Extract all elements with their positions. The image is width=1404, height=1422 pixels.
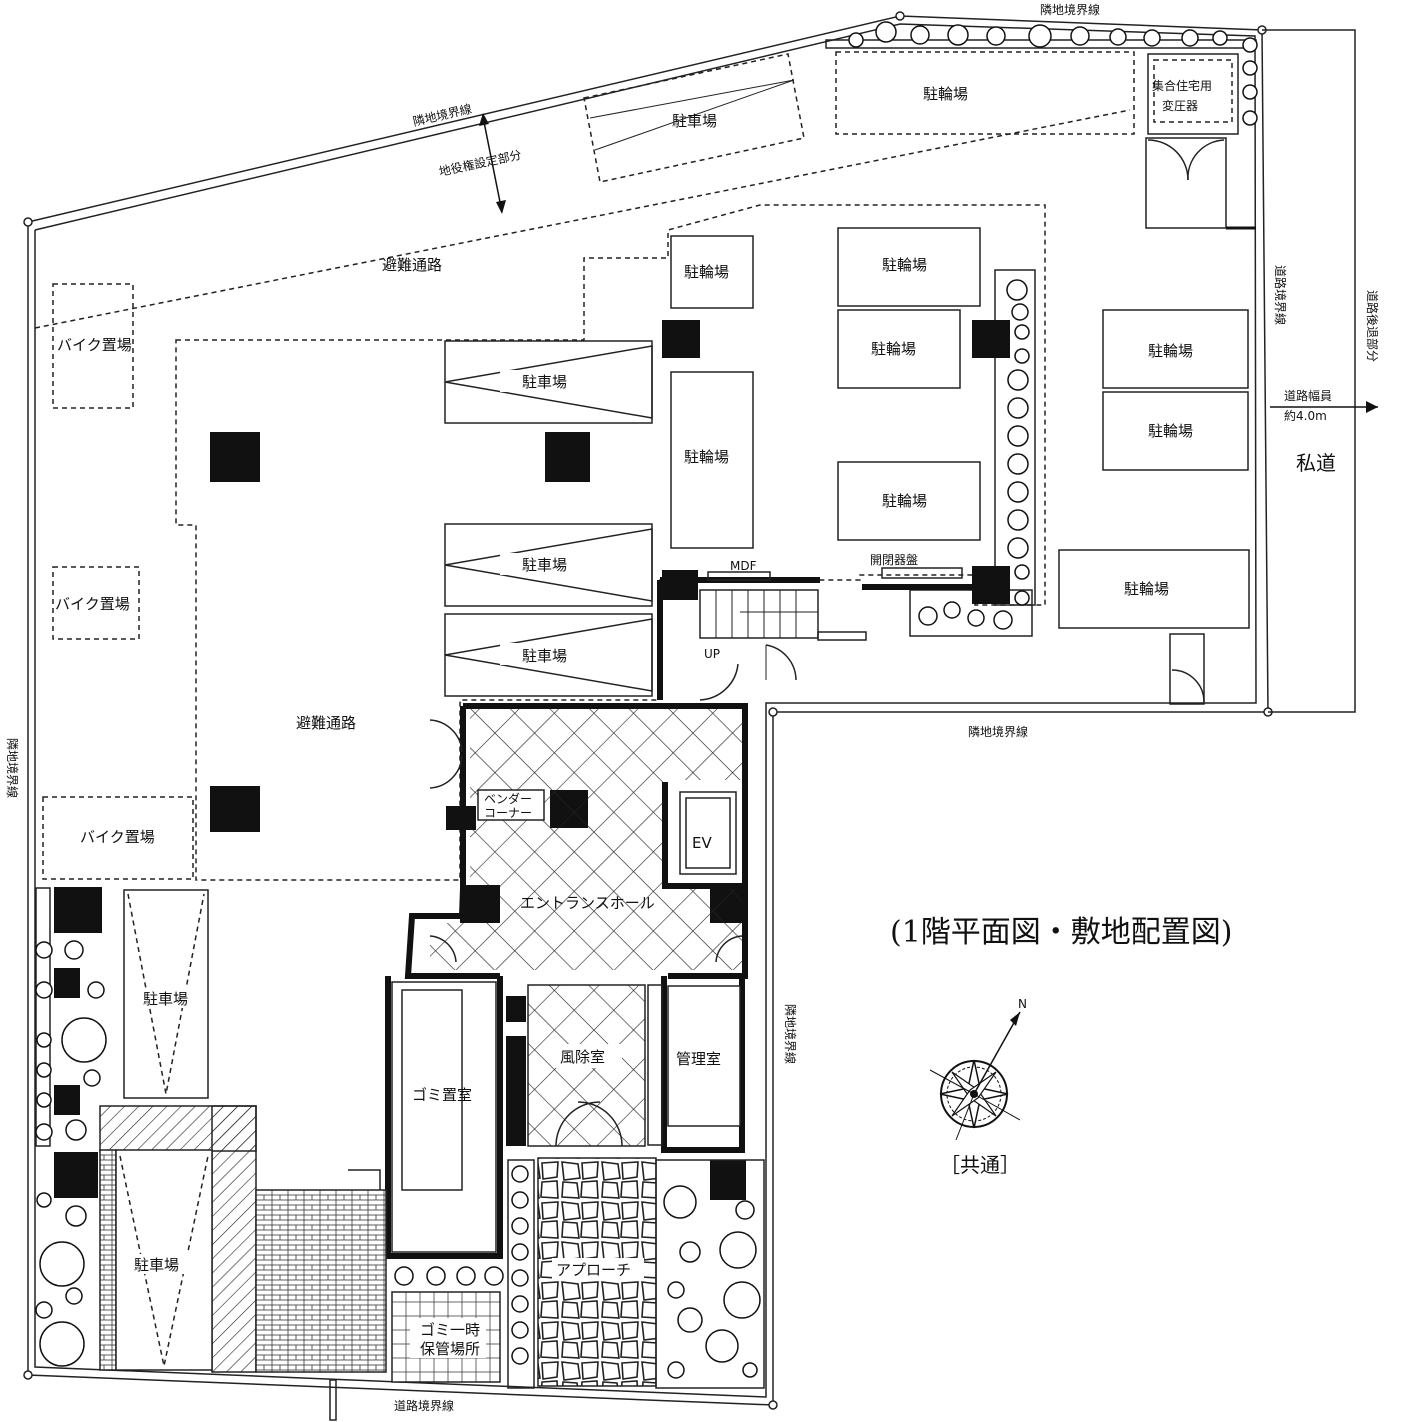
management-room [667,985,741,1127]
hedge-left [35,887,107,1367]
bike-8-label: 駐輪場 [1148,422,1193,440]
transformer-label-2: 変圧器 [1162,98,1198,113]
bike-area-9 [1058,549,1250,629]
car-bottom-label: 駐車場 [134,1256,179,1274]
car-space-3: 駐車場 [444,613,653,697]
car-space-2: 駐車場 [444,523,653,607]
car-space-left: 駐車場 [123,889,209,1099]
bike-7-label: 駐輪場 [1148,342,1193,360]
garbage-label: ゴミ置室 [412,1086,472,1104]
motorbike-area-2 [52,566,140,640]
motorbike-2-label: バイク置場 [55,595,130,613]
evac-top-label: 避難通路 [382,256,442,274]
building-walls [385,577,820,1259]
private-road: 道路幅員 約4.0m 私道 道路後退部分 道路境界線 [1262,29,1380,713]
road-setback-label: 道路後退部分 [1365,290,1380,362]
hedge-middle [909,269,1036,637]
garbage-temp-label-1: ゴミ一時 [420,1321,480,1339]
bike-area-7 [1102,309,1249,389]
vending-label-1: ベンダー [484,791,532,806]
entrance-hall-label: エントランスホール [520,894,655,912]
bike-area-5 [670,371,754,549]
right-neighbor-label: 隣地境界線 [968,724,1028,739]
bike-3-label: 駐輪場 [882,256,927,274]
garbage-temp-label-2: 保管場所 [420,1340,480,1358]
hedge-approach [507,1159,765,1389]
bike-6-label: 駐輪場 [882,492,927,510]
car-mid2-label: 駐車場 [522,556,567,574]
easement-label: 地役権設定部分 [438,147,523,179]
switchgear-label: 開閉器盤 [870,553,918,567]
transformer-room: 集合住宅用 変圧器 [1147,53,1239,135]
east-neighbor-label: 隣地境界線 [783,1004,798,1064]
door-right-1 [715,935,743,963]
bike-area-8 [1102,391,1249,471]
columns [54,320,1010,1200]
motorbike-1-label: バイク置場 [57,336,132,354]
mdf-label: MDF [730,559,757,573]
compass-icon [929,1011,1021,1141]
motorbike-area-1 [52,283,134,409]
car-mid1-label: 駐車場 [522,373,567,391]
bike-area-3 [837,227,981,307]
bike-2-label: 駐輪場 [684,263,729,281]
elevator: EV [679,791,737,875]
parking-top: 駐車場 [583,53,805,183]
bike-area-2 [670,235,754,309]
road-width-value: 約4.0m [1284,408,1327,423]
management-label: 管理室 [676,1050,721,1068]
bottom-road-label: 道路境界線 [394,1398,454,1413]
vending-corner [477,789,545,821]
bike-4-label: 駐輪場 [871,340,916,358]
road-boundary-label: 道路境界線 [1273,265,1288,325]
door-left-2 [429,755,463,789]
door-bottom-right [1169,633,1205,705]
approach-label: アプローチ [556,1261,631,1279]
entrance-hall-floor-2 [430,886,742,970]
ev-label: EV [692,834,712,852]
evac-mid-label: 避難通路 [296,714,356,732]
car-space-bottom: 駐車場 [115,1149,213,1371]
windbreak-label: 風除室 [560,1048,605,1066]
car-left-label: 駐車場 [143,990,188,1008]
entrance-hall-floor [470,706,742,886]
stair-up-label: UP [704,647,720,661]
bike-9-label: 駐輪場 [1124,580,1169,598]
motorbike-area-3 [42,796,194,880]
motorbike-3-label: バイク置場 [80,828,155,846]
road-width-label: 道路幅員 [1284,388,1332,403]
door-top-right [1145,137,1227,229]
garbage-room [391,981,497,1253]
bike-area-4 [837,309,961,389]
compass-north-label: N [1018,997,1027,1011]
bike-area-1 [835,51,1135,135]
north-neighbor-label: 隣地境界線 [1040,2,1100,17]
private-road-name: 私道 [1296,451,1336,475]
brick-pavement [255,1189,387,1373]
west-neighbor-label: 隣地境界線 [5,738,20,798]
bike-1-label: 駐輪場 [923,85,968,103]
hatched-ramp-2 [211,1105,257,1373]
transformer-label-1: 集合住宅用 [1152,78,1212,93]
bike-area-6 [837,461,981,541]
car-top-label: 駐車場 [672,112,717,130]
door-left-3 [429,935,457,963]
evac-route-outline [175,204,1046,881]
common-label: ［共通］ [940,1153,1020,1177]
car-mid3-label: 駐車場 [522,647,567,665]
vending-label-2: コーナー [484,806,532,820]
hedge-top [825,21,1258,126]
plan-title: (1階平面図・敷地配置図) [890,915,1233,950]
bike-5-label: 駐輪場 [684,448,729,466]
brick-strip [99,1149,117,1371]
staircase: UP MDF [699,559,867,701]
garbage-temp-area: ゴミ一時 保管場所 [391,1266,504,1383]
door-left-1 [429,719,463,753]
car-space-1: 駐車場 [444,340,653,424]
